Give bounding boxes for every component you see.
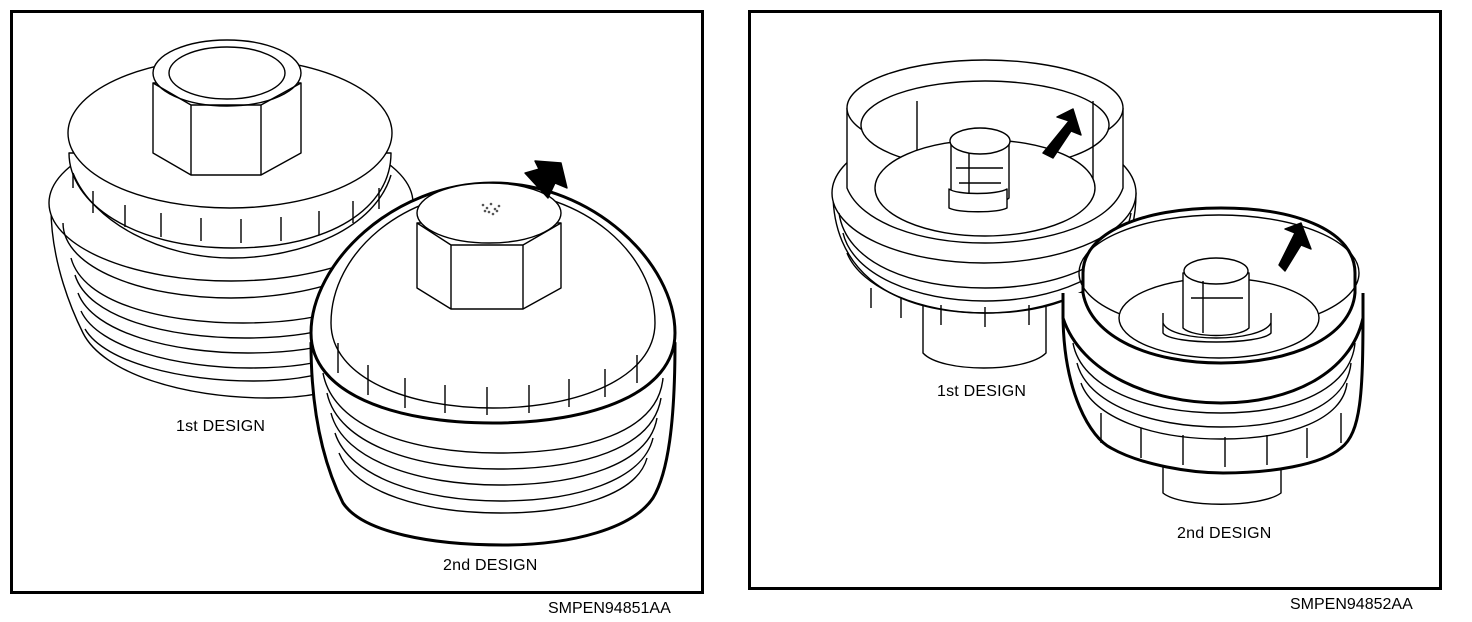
- second-design-cap-exterior: [309, 181, 677, 547]
- first-design-label: 1st DESIGN: [937, 383, 1027, 400]
- second-design-label: 2nd DESIGN: [443, 557, 538, 574]
- arrow-icon: [1278, 222, 1312, 272]
- second-design-label: 2nd DESIGN: [1177, 525, 1272, 542]
- figure-right-code: SMPEN94852AA: [1290, 596, 1413, 613]
- second-design-cap-interior: [1061, 206, 1365, 505]
- figure-right-panel: 1st DESIGN 2nd DESIGN: [748, 10, 1442, 590]
- first-design-label: 1st DESIGN: [176, 418, 266, 435]
- first-design-cap-exterior: [48, 39, 414, 399]
- arrow-icon: [524, 160, 568, 199]
- arrow-icon: [1042, 108, 1082, 159]
- figure-left-code: SMPEN94851AA: [548, 600, 671, 617]
- first-design-cap-interior: [831, 59, 1137, 369]
- stipple-mark: [481, 202, 501, 216]
- oil-filter-caps-exterior-illustration: [48, 39, 677, 547]
- figure-left-panel: 1st DESIGN 2nd DESIGN: [10, 10, 704, 594]
- oil-filter-caps-interior-illustration: [831, 59, 1365, 505]
